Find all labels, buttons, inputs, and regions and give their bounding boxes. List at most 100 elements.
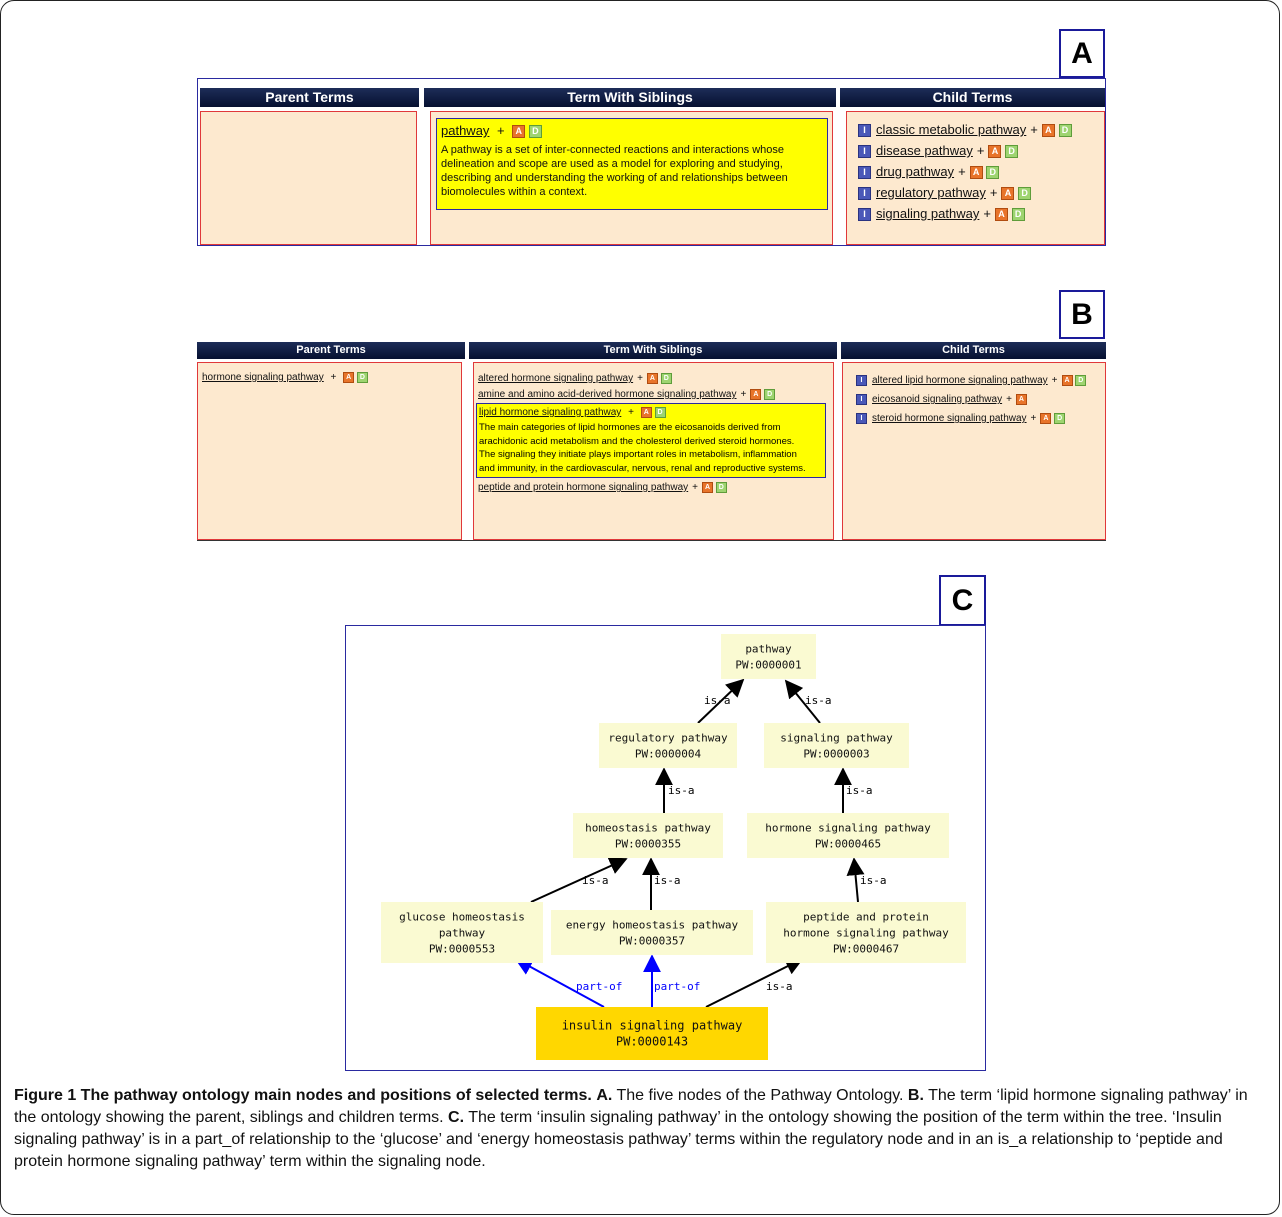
detail-icon[interactable]: D (654, 406, 666, 418)
info-icon[interactable]: I (858, 208, 871, 222)
info-icon[interactable]: I (856, 393, 867, 405)
detail-icon[interactable]: D (986, 166, 1000, 180)
panel-b-children-header: Child Terms (841, 342, 1106, 359)
detail-icon[interactable]: D (1005, 145, 1019, 159)
add-annotation-icon[interactable]: A (343, 371, 355, 383)
info-icon[interactable]: I (856, 412, 867, 424)
node-regulatory-text: regulatory pathway (608, 732, 728, 745)
detail-icon[interactable]: D (660, 372, 672, 384)
figure-caption: Figure 1 The pathway ontology main nodes… (14, 1085, 1272, 1173)
term-link[interactable]: amine and amino acid-derived hormone sig… (478, 389, 737, 400)
term-link[interactable]: classic metabolic pathway (876, 122, 1027, 137)
node-pathway-text: PW:0000001 (735, 659, 801, 672)
detail-icon[interactable]: D (715, 481, 727, 493)
info-icon[interactable]: I (858, 145, 871, 159)
plus-sign: + (637, 373, 643, 384)
detail-icon[interactable]: D (1075, 374, 1087, 386)
add-annotation-icon[interactable]: A (750, 388, 762, 400)
plus-sign: + (989, 185, 998, 200)
panel-a-parent-column (200, 111, 417, 245)
plus-sign: + (1030, 413, 1037, 424)
info-icon[interactable]: I (858, 166, 871, 180)
term-link[interactable]: disease pathway (876, 143, 973, 158)
caption-b-label: B. (907, 1087, 924, 1104)
plus-sign: + (958, 164, 966, 179)
edge-label: is-a (846, 784, 873, 797)
info-icon[interactable]: I (858, 187, 871, 201)
panel-a-term-box: pathway + A D A pathway is a set of inte… (436, 118, 828, 210)
detail-icon[interactable]: D (1011, 208, 1025, 222)
term-link[interactable]: steroid hormone signaling pathway (872, 413, 1027, 424)
add-annotation-icon[interactable]: A (1040, 412, 1052, 424)
panel-a-children-header: Child Terms (840, 88, 1105, 107)
node-hormone-text: hormone signaling pathway (765, 822, 931, 835)
node-homeostasis-text: PW:0000355 (615, 838, 681, 851)
term-link[interactable]: altered lipid hormone signaling pathway (872, 375, 1048, 386)
edge-label: is-a (860, 874, 887, 887)
caption-a-text: The five nodes of the Pathway Ontology. (616, 1087, 904, 1104)
node-hormone-text: PW:0000465 (815, 838, 881, 851)
panel-a-siblings-header: Term With Siblings (424, 88, 836, 107)
detail-icon[interactable]: D (1054, 412, 1066, 424)
panel-a-parent-header: Parent Terms (200, 88, 419, 107)
edge-is-a (784, 679, 821, 724)
add-annotation-icon[interactable]: A (512, 125, 526, 139)
node-glucose-text: PW:0000553 (429, 943, 495, 956)
panel-b-term-box: lipid hormone signaling pathway + A D Th… (476, 403, 826, 478)
detail-icon[interactable]: D (764, 388, 776, 400)
definition-line: The signaling they initiate plays import… (479, 449, 797, 460)
sibling-term-item: altered hormone signaling pathway+A D (478, 371, 833, 387)
term-link[interactable]: drug pathway (876, 164, 955, 179)
edge-part-of (514, 958, 605, 1008)
edge-is-a (697, 678, 745, 724)
term-link[interactable]: regulatory pathway (876, 185, 986, 200)
term-link[interactable]: eicosanoid signaling pathway (872, 394, 1003, 405)
edge-label: is-a (766, 980, 793, 993)
add-annotation-icon[interactable]: A (969, 166, 983, 180)
detail-icon[interactable]: D (1018, 187, 1032, 201)
add-annotation-icon[interactable]: A (988, 145, 1002, 159)
node-regulatory-text: PW:0000004 (635, 748, 702, 761)
panel-b-term-definition: The main categories of lipid hormones ar… (479, 421, 823, 475)
panel-b-siblings-header: Term With Siblings (469, 342, 837, 359)
add-annotation-icon[interactable]: A (640, 406, 652, 418)
detail-icon[interactable]: D (528, 125, 542, 139)
add-annotation-icon[interactable]: A (1061, 374, 1073, 386)
edge-label: part-of (654, 980, 700, 993)
panel-b-term-link[interactable]: lipid hormone signaling pathway (479, 407, 622, 418)
panel-a-term-link[interactable]: pathway (441, 123, 490, 138)
definition-line: arachidonic acid metabolism and the chol… (479, 435, 795, 447)
detail-icon[interactable]: D (1058, 124, 1072, 138)
term-link[interactable]: altered hormone signaling pathway (478, 373, 634, 384)
info-icon[interactable]: I (858, 124, 871, 138)
plus-sign: + (692, 482, 698, 493)
add-annotation-icon[interactable]: A (1015, 393, 1027, 405)
panel-a-siblings-column: pathway + A D A pathway is a set of inte… (430, 111, 833, 245)
add-annotation-icon[interactable]: A (646, 372, 658, 384)
detail-icon[interactable]: D (356, 371, 368, 383)
node-signaling-text: signaling pathway (780, 732, 893, 745)
term-link[interactable]: peptide and protein hormone signaling pa… (478, 482, 689, 493)
add-annotation-icon[interactable]: A (994, 208, 1008, 222)
add-annotation-icon[interactable]: A (702, 481, 713, 493)
add-annotation-icon[interactable]: A (1041, 124, 1055, 138)
term-link[interactable]: signaling pathway (876, 206, 980, 221)
add-annotation-icon[interactable]: A (1001, 187, 1015, 201)
info-icon[interactable]: I (856, 374, 867, 386)
panel-b-parent-link[interactable]: hormone signaling pathway (202, 372, 324, 383)
node-peptide-text: peptide and protein (803, 911, 929, 924)
